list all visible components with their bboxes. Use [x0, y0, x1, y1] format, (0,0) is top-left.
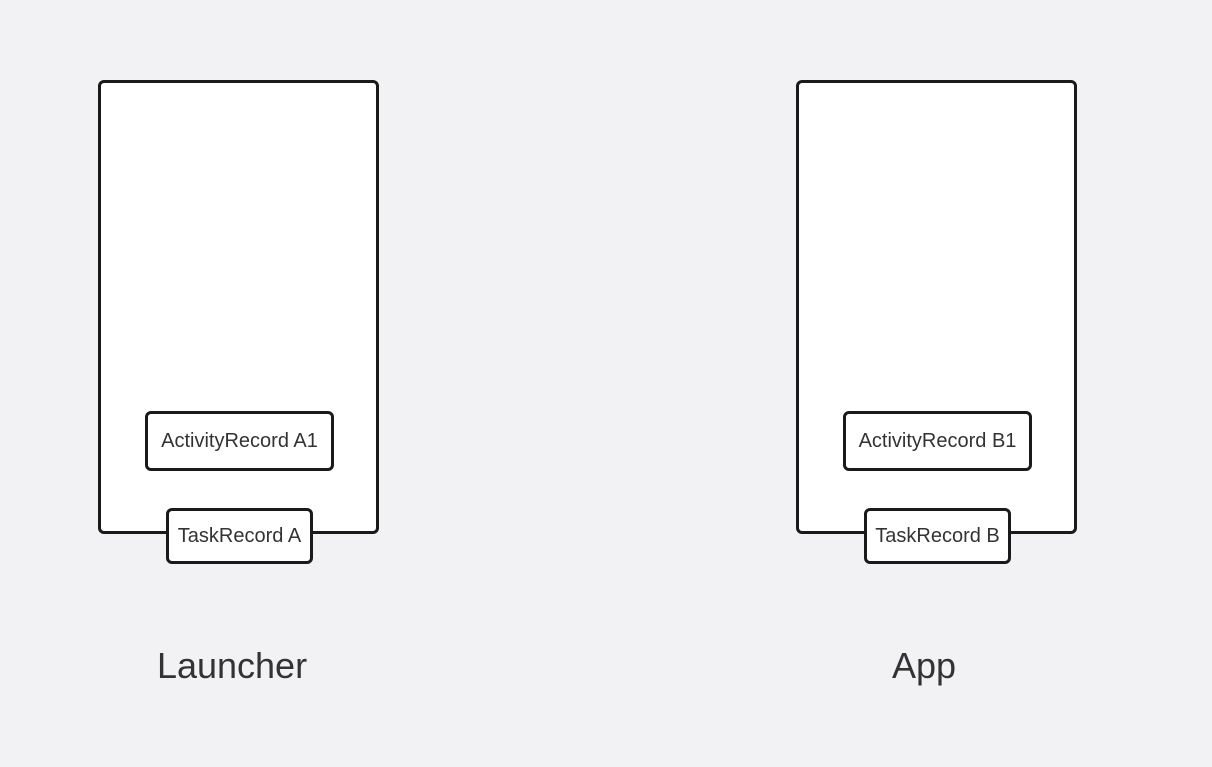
task-record-a: TaskRecord A	[166, 508, 313, 564]
task-record-b: TaskRecord B	[864, 508, 1011, 564]
activity-record-b1: ActivityRecord B1	[843, 411, 1032, 471]
activity-record-a1: ActivityRecord A1	[145, 411, 334, 471]
launcher-caption: Launcher	[156, 645, 308, 686]
app-caption: App	[891, 645, 957, 686]
